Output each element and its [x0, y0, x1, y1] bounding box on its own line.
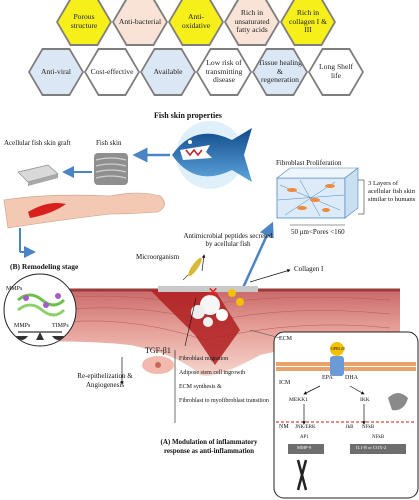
adipose-label: Adipose stem cell ingrowth — [179, 370, 246, 376]
il-label: IL1-B or COX-2 — [356, 445, 387, 450]
nfkb-top-label: NFkB — [362, 425, 375, 430]
fish-skin-icon — [94, 153, 128, 185]
acellular-graft-label: Acellular fish skin graft — [4, 139, 71, 147]
dha-label: DHA — [345, 375, 358, 381]
microorganism-label: Microorganism — [136, 253, 180, 261]
ikk-label: IKK — [360, 397, 370, 403]
modulation-label: (A) Modulation of inflammatory response … — [160, 438, 258, 455]
immune-cells-cluster — [191, 295, 228, 327]
mmps-label: MMPs — [14, 323, 31, 329]
timps-label: TIMPs — [52, 323, 69, 329]
epa-label: EPA — [322, 375, 333, 381]
jnk-label: JNK/ERK — [295, 425, 316, 430]
nfkb-label: NFkB — [372, 435, 385, 440]
mmp9-label: MMP-9 — [297, 445, 312, 450]
fibroblast-transition-label: Fibroblast to myofibroblast transition — [179, 398, 269, 404]
antimicrobial-label: Antimicrobial peptides secreted by acell… — [183, 232, 273, 248]
gpr-label: GPR120 — [331, 346, 345, 351]
blocked-x-icon: ✕ — [208, 285, 218, 299]
reepithelization-label: Re-epithelization & Angiogenesis — [77, 372, 133, 389]
mekk1-label: MEKK1 — [289, 397, 308, 403]
mmps-circle-panel — [3, 273, 77, 347]
fish-skin-label: Fish skin — [96, 139, 122, 147]
icm-label: ICM — [279, 380, 291, 386]
pores-label: 50 μm<Pores <160 — [291, 228, 345, 236]
ap1-label: AP1 — [300, 435, 309, 440]
fish-emblem-icon — [172, 121, 252, 189]
acellular-graft-icon — [17, 164, 59, 186]
hex-antioxidative: Anti-oxidative — [170, 0, 222, 44]
signaling-pathway-panel — [273, 331, 419, 499]
hex-available: Available — [142, 50, 194, 94]
ecm-label: ECM — [279, 336, 293, 342]
fibroblast-mesh-panel — [276, 167, 359, 219]
tgf-label: TGF-β1 — [145, 346, 171, 355]
arm-illustration — [3, 192, 165, 229]
mmps-top-label: MMPs — [6, 286, 23, 292]
three-layers-label: 3 Layers of acellular fish skin similar … — [368, 180, 416, 203]
remodeling-stage-label: (B) Remodeling stage — [10, 262, 79, 271]
fibroblast-proliferation-label: Fibroblast Proliferation — [276, 159, 342, 167]
ikb-label: IkB — [346, 425, 354, 430]
hex-low-risk: Low risk of transmitting disease — [198, 50, 250, 94]
collagen-label: Collagen I — [294, 265, 324, 273]
nm-label: NM — [279, 424, 289, 430]
fibroblast-migration-label: Fibroblast migration — [179, 356, 229, 362]
microorganism-icon — [182, 257, 202, 281]
fish-skin-properties-title: Fish skin properties — [154, 111, 222, 120]
ecm-synthesis-label: ECM synthesis & — [179, 384, 222, 390]
